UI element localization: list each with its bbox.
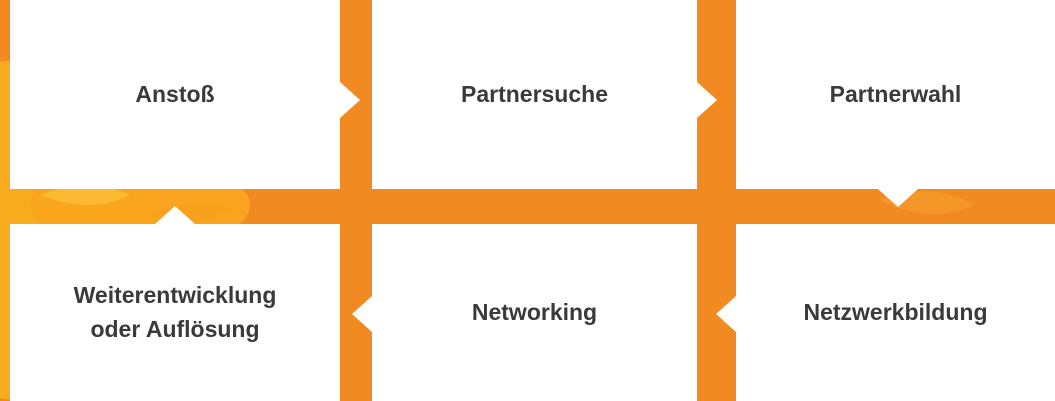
step-box-partnerwahl: Partnerwahl (736, 0, 1055, 189)
step-box-weiterentwicklung: Weiterentwicklung oder Auflösung (10, 224, 340, 401)
step-label-weiterentwicklung: Weiterentwicklung oder Auflösung (73, 282, 277, 342)
arrow-down-icon (878, 189, 918, 207)
arrow-right-icon (697, 82, 717, 118)
step-label-partnersuche: Partnersuche (460, 80, 608, 107)
step-label-anstoss: Anstoß (135, 80, 215, 107)
step-box-anstoss: Anstoß (10, 0, 340, 189)
step-label-networking: Networking (471, 298, 598, 325)
step-label-netzwerkbildung: Netzwerkbildung (803, 298, 988, 325)
step-label-partnerwahl: Partnerwahl (829, 80, 962, 107)
arrow-up-icon (155, 206, 195, 224)
step-box-networking: Networking (372, 224, 697, 401)
arrow-left-icon (352, 296, 372, 332)
step-box-partnersuche: Partnersuche (372, 0, 697, 189)
arrow-right-icon (340, 82, 360, 118)
step-box-netzwerkbildung: Netzwerkbildung (736, 224, 1055, 401)
arrow-left-icon (716, 296, 736, 332)
